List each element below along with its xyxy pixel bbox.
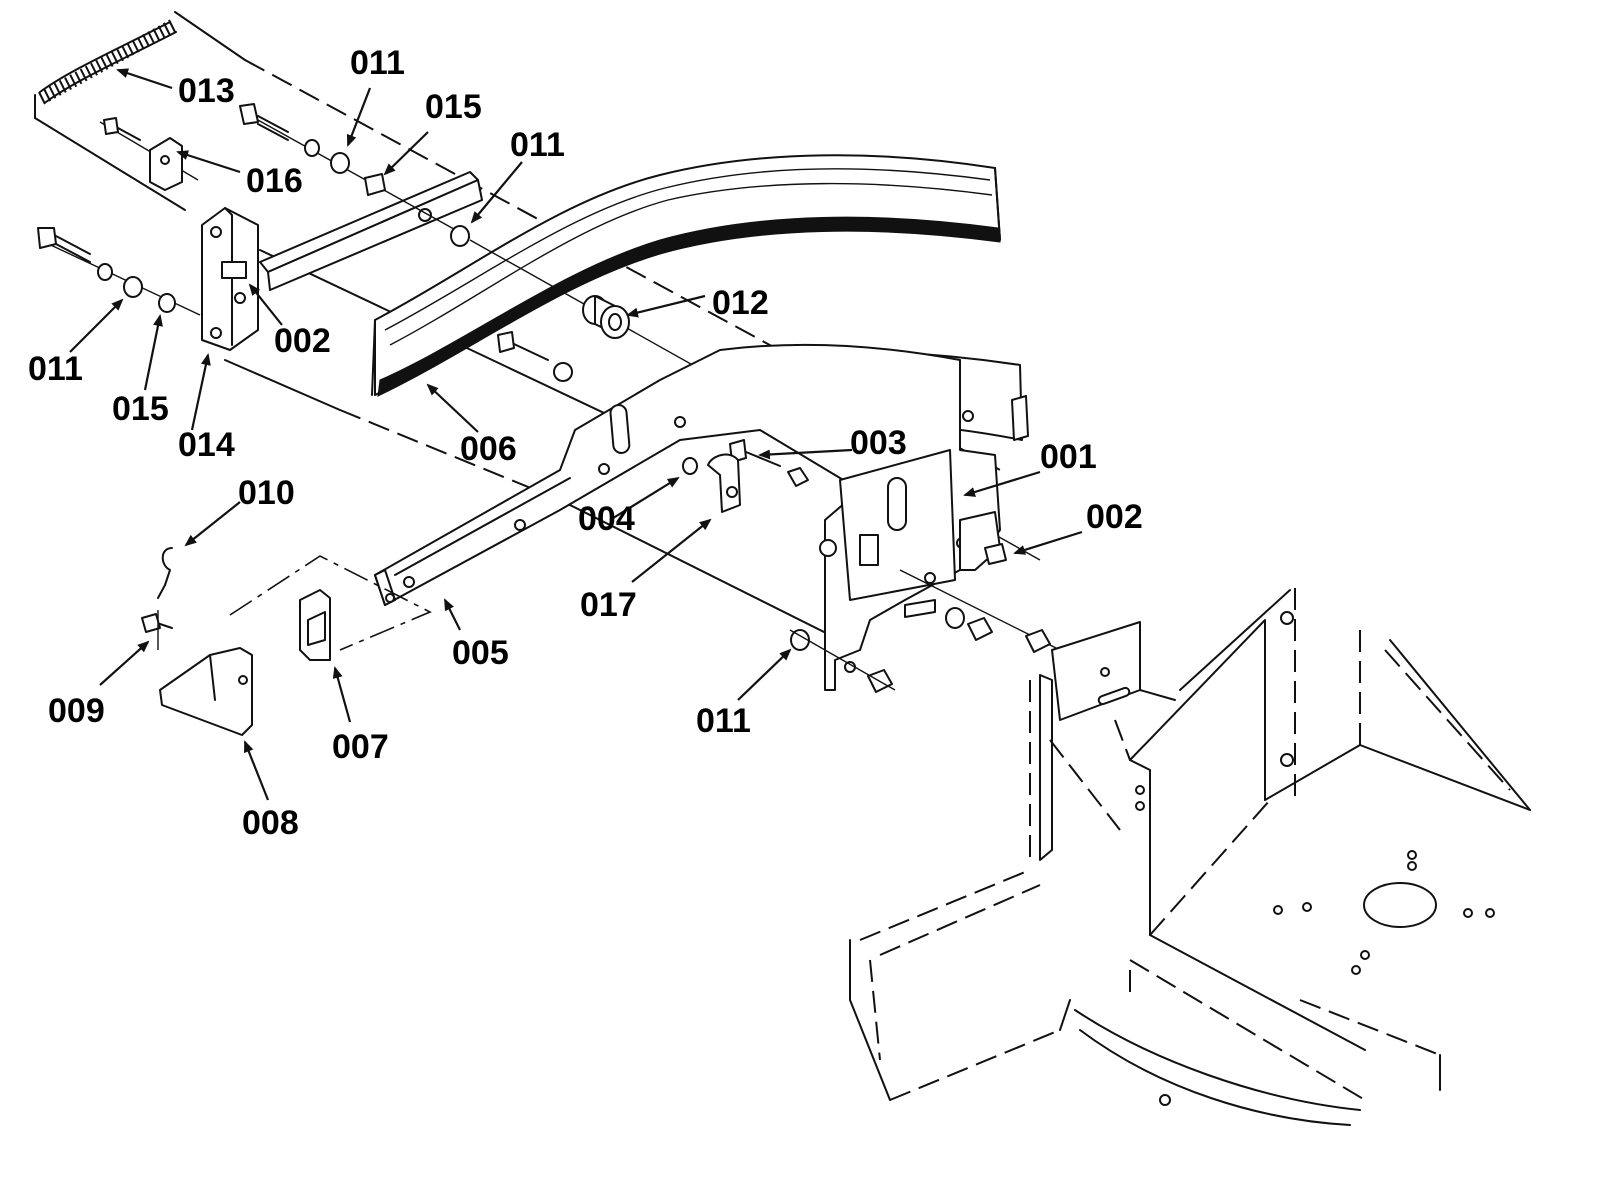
callout-011: 011 bbox=[510, 126, 565, 164]
callout-006: 006 bbox=[460, 430, 517, 468]
callout-015: 015 bbox=[425, 88, 482, 126]
main-frame-bracket bbox=[374, 343, 1001, 691]
callout-001: 001 bbox=[1040, 438, 1097, 476]
callout-011: 011 bbox=[350, 44, 405, 82]
callout-007: 007 bbox=[332, 728, 389, 766]
callout-008: 008 bbox=[242, 804, 299, 842]
callout-014: 014 bbox=[178, 426, 235, 464]
callout-004: 004 bbox=[578, 500, 635, 538]
callout-009: 009 bbox=[48, 692, 105, 730]
callout-012: 012 bbox=[712, 284, 769, 322]
upper-slotted-bar bbox=[259, 171, 483, 291]
callout-002: 002 bbox=[274, 322, 331, 360]
curved-guide-rail bbox=[371, 154, 1001, 397]
callout-labels: 013 011 015 011 016 012 002 011 015 014 … bbox=[28, 44, 1143, 842]
callout-010: 010 bbox=[238, 474, 295, 512]
callout-005: 005 bbox=[452, 634, 509, 672]
leader-arrows bbox=[69, 68, 1083, 801]
callout-002: 002 bbox=[1086, 498, 1143, 536]
callout-016: 016 bbox=[246, 162, 303, 200]
pivot-tab-part bbox=[682, 453, 741, 513]
right-hardware bbox=[789, 543, 1061, 693]
left-bottom-parts bbox=[141, 547, 432, 736]
callout-015: 015 bbox=[112, 390, 169, 428]
spring-part bbox=[38, 19, 177, 105]
callout-017: 017 bbox=[580, 586, 637, 624]
callout-013: 013 bbox=[178, 72, 235, 110]
long-adjust-bar bbox=[374, 569, 396, 606]
callout-011: 011 bbox=[28, 350, 83, 388]
callout-011: 011 bbox=[696, 702, 751, 740]
left-mount-plate bbox=[201, 207, 259, 351]
left-hardware bbox=[37, 103, 471, 316]
callout-003: 003 bbox=[850, 424, 907, 462]
deck-frame-outline bbox=[849, 588, 1531, 1126]
